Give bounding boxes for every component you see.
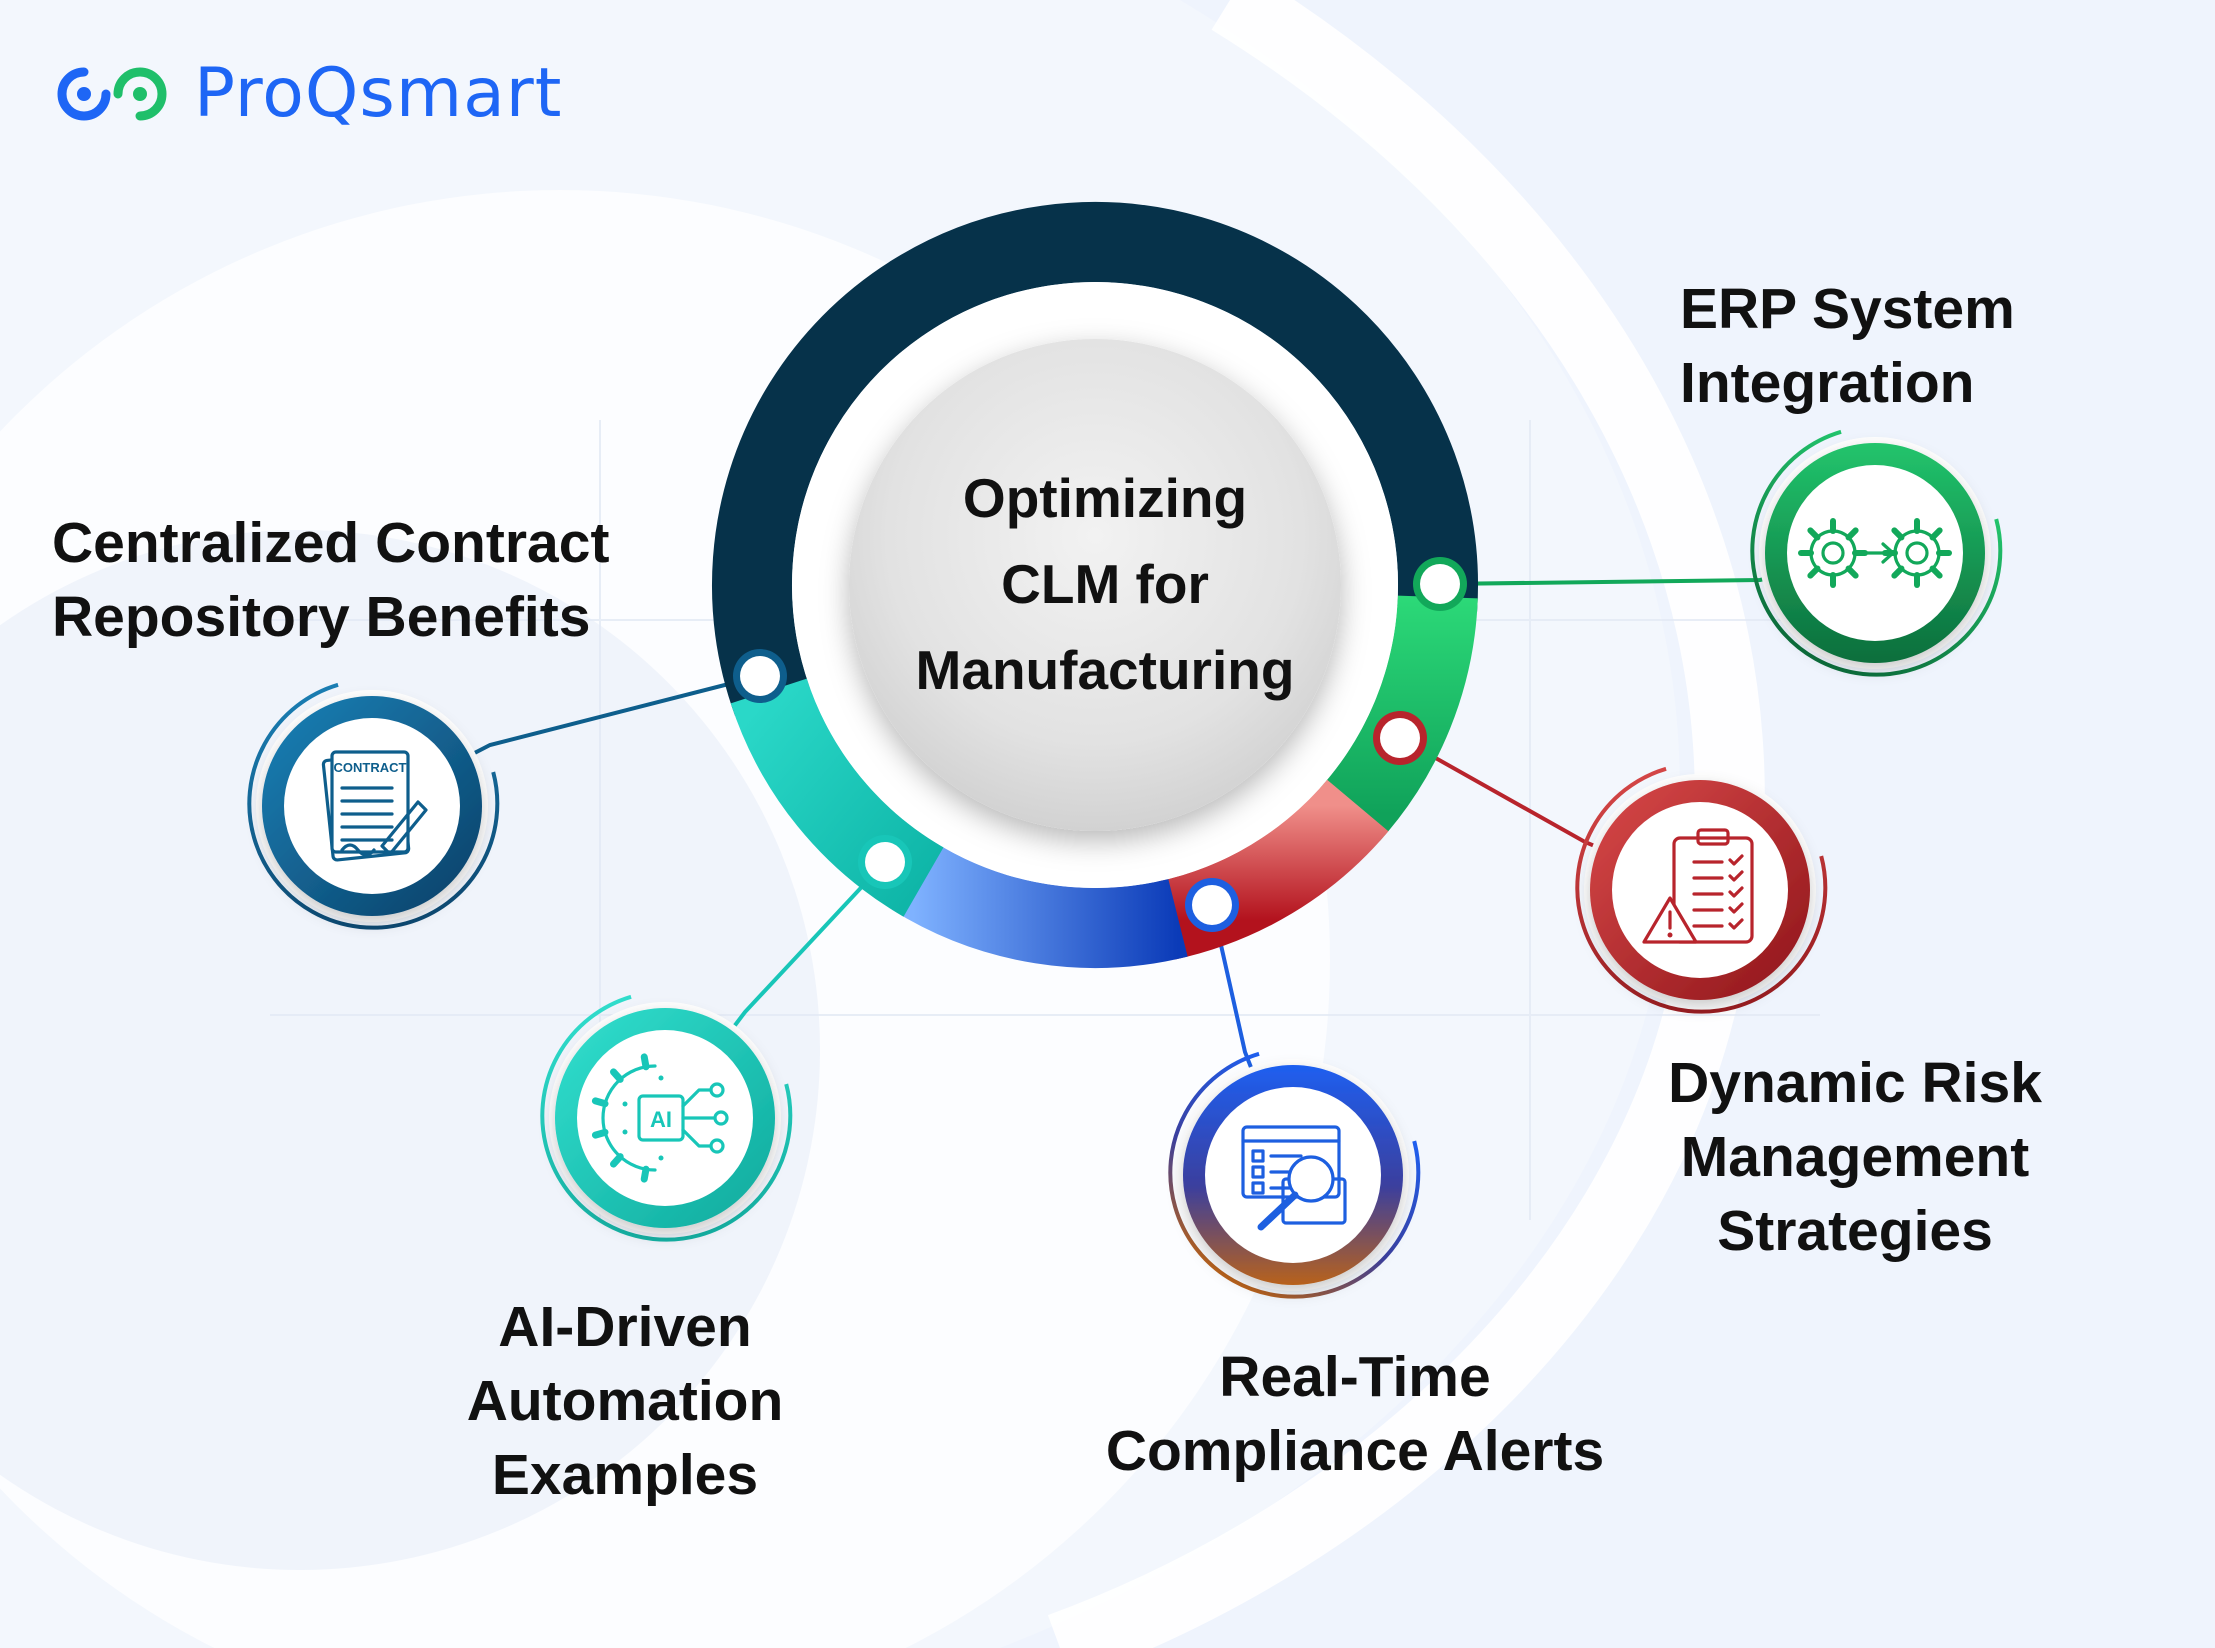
node-ai-outer-arc [540,994,793,1242]
node-risk-face [1612,802,1788,978]
label-line: ERP System [1680,277,2015,341]
node-erp-outer-arc [1750,429,2003,677]
node-compliance[interactable] [1125,1035,1445,1342]
center-title: Optimizing CLM for Manufacturing [870,455,1340,713]
node-erp[interactable] [1707,413,2027,720]
label-line: Management [1680,1125,2030,1189]
label-line: Compliance Alerts [1105,1419,1605,1483]
label-line: Dynamic Risk [1668,1051,2042,1115]
ring-dot-inner-risk [1380,718,1420,758]
label-line: Strategies [1717,1199,1993,1263]
label-line: Automation [466,1369,784,1433]
label-line: AI-Driven [498,1295,752,1359]
label-erp-integration: ERP System Integration [1680,272,2015,420]
center-title-line: CLM for [1001,553,1209,615]
label-line: Integration [1680,351,1975,415]
brand-logo[interactable]: ProQsmart [52,48,562,138]
node-ai-face [577,1030,753,1206]
label-line: Examples [491,1443,759,1507]
ring-dot-inner-ai [865,842,905,882]
node-repository[interactable]: CONTRACT [204,666,524,973]
label-dynamic-risk: Dynamic Risk Management Strategies [1620,1046,2090,1268]
contract-document-icon: CONTRACT [321,750,428,862]
center-title-line: Optimizing [962,467,1248,529]
node-compliance-outer-arc [1168,1051,1421,1299]
ai-chip-gear-icon: AI [591,1053,729,1183]
label-line: Centralized Contract [52,511,610,575]
node-risk-outer-arc [1575,766,1828,1014]
gears-arrow-icon [1798,518,1952,588]
brand-name: ProQsmart [194,53,563,133]
node-risk[interactable] [1532,750,1852,1057]
risk-checklist-icon [1642,828,1754,944]
ring-segment-dark [712,202,1478,716]
label-ai-automation: AI-Driven Automation Examples [420,1290,830,1512]
proqsmart-logo-icon [57,67,167,121]
ring-dot-inner-repository [740,656,780,696]
label-contract-repository: Centralized Contract Repository Benefits [52,506,609,654]
label-line: Repository Benefits [52,585,591,649]
ring-segment-blue [892,841,1188,968]
compliance-search-icon [1241,1125,1347,1231]
ring-segment-green [1319,594,1478,842]
ring-dot-inner-compliance [1192,885,1232,925]
label-line: Real-Time [1219,1345,1491,1409]
ai-icon-text: AI [650,1107,672,1132]
label-compliance-alerts: Real-Time Compliance Alerts [1055,1340,1655,1488]
contract-icon-text: CONTRACT [334,760,407,775]
center-disc [849,339,1341,831]
center-title-line: Manufacturing [915,639,1295,701]
node-repository-outer-arc [247,682,500,930]
node-ai[interactable]: AI [497,978,817,1285]
ring-dot-inner-erp [1420,564,1460,604]
